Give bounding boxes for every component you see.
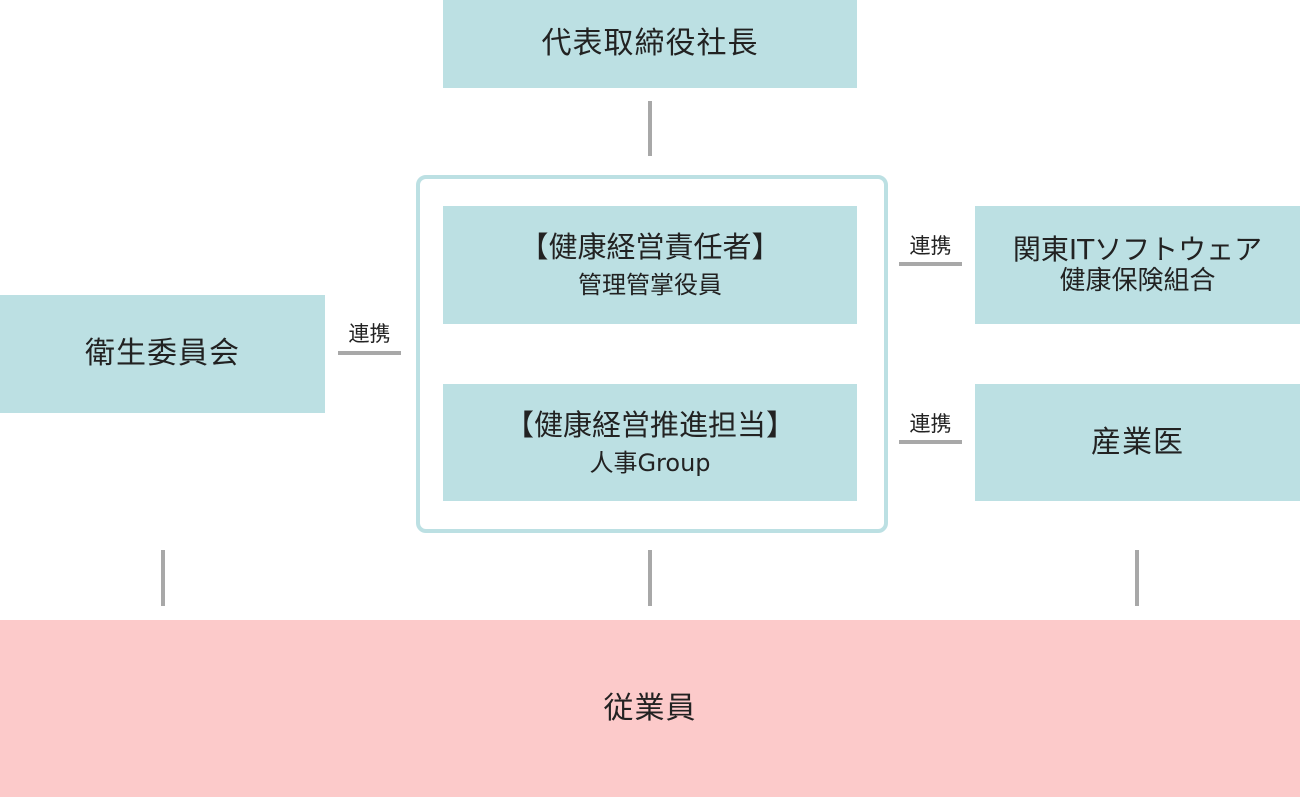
safety-committee-box: 衛生委員会: [0, 295, 325, 413]
industrial-physician-box: 産業医: [975, 384, 1300, 501]
health-insurance-line2: 健康保険組合: [1059, 266, 1216, 297]
employees-box: 従業員: [0, 620, 1300, 797]
connector-ceo: [648, 101, 652, 156]
employees-label: 従業員: [603, 690, 697, 726]
link-label-committee: 連携: [348, 322, 391, 346]
ceo-box: 代表取締役社長: [443, 0, 857, 88]
health-promotion-subtitle: 人事Group: [589, 448, 711, 477]
health-officer-title: 【健康経営責任者】: [519, 230, 781, 265]
connector-committee-employees: [161, 550, 165, 606]
health-promotion-box: 【健康経営推進担当】 人事Group: [443, 384, 857, 501]
health-officer-subtitle: 管理管掌役員: [578, 271, 722, 299]
health-insurance-line1: 関東ITソフトウェア: [1012, 232, 1263, 266]
connector-physician-employees: [1135, 550, 1139, 606]
ceo-label: 代表取締役社長: [541, 26, 759, 62]
link-label-physician: 連携: [909, 412, 952, 436]
link-label-insurance: 連携: [909, 234, 952, 258]
safety-committee-label: 衛生委員会: [85, 336, 240, 372]
health-promotion-title: 【健康経営推進担当】: [504, 407, 795, 442]
health-insurance-box: 関東ITソフトウェア 健康保険組合: [975, 206, 1300, 324]
industrial-physician-label: 産業医: [1091, 424, 1184, 460]
link-line-insurance: [899, 262, 962, 266]
connector-frame-employees: [648, 550, 652, 606]
health-management-frame: [416, 175, 888, 533]
link-line-committee: [338, 351, 401, 355]
health-officer-box: 【健康経営責任者】 管理管掌役員: [443, 206, 857, 324]
link-line-physician: [899, 440, 962, 444]
